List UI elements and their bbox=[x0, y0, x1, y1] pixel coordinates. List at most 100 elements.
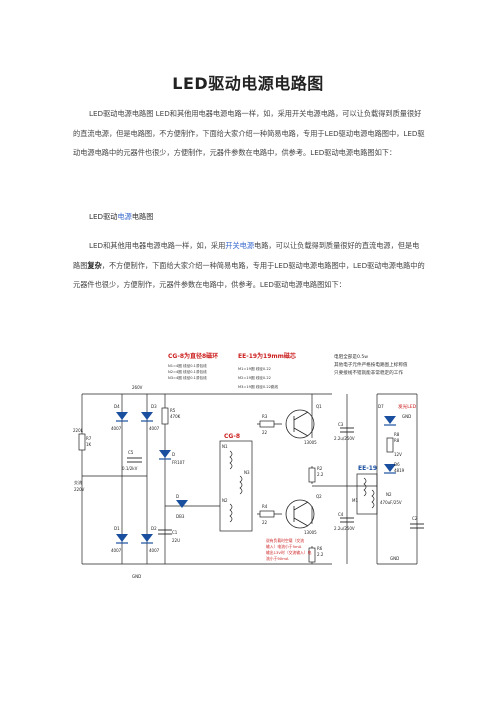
schematic-label: 发光LED bbox=[398, 403, 417, 410]
schematic-label: R2 bbox=[317, 466, 323, 471]
diode-d3-symbol bbox=[141, 412, 153, 420]
core-spec-1: M1=19圈 线径0.22 bbox=[238, 366, 271, 371]
schematic-label: R8 bbox=[394, 438, 400, 443]
section-subheading: LED驱动电源电路图 bbox=[73, 207, 425, 227]
schematic-label: D1 bbox=[114, 526, 120, 531]
schematic-label: 4007 bbox=[149, 548, 160, 553]
schematic-label: C2 bbox=[412, 516, 418, 521]
resistor-r5-symbol bbox=[161, 407, 169, 425]
diac-db3-symbol bbox=[176, 500, 188, 508]
schematic-label: GND bbox=[390, 556, 399, 561]
transistor-q2-symbol bbox=[285, 499, 315, 529]
diode-d1-symbol bbox=[116, 534, 128, 542]
core-spec-3: M3=19圈 线径0.22跳线 bbox=[238, 384, 278, 389]
resistor-r8-symbol bbox=[386, 437, 394, 453]
schematic-label: 13005 bbox=[304, 440, 317, 445]
schematic-label: FR107 bbox=[172, 460, 185, 465]
schematic-label: N2 bbox=[222, 498, 228, 503]
schematic-label: 4819 bbox=[394, 468, 405, 473]
schematic-label: GND bbox=[132, 574, 141, 579]
schematic-label: 2.2 bbox=[317, 552, 324, 557]
led-driver-schematic: CG-8为直径8磁环 EE-19为19mm磁芯 N1=4圈 线径0.1漆包线 N… bbox=[73, 352, 424, 579]
note-1: 电阻全部是0.5w bbox=[334, 353, 368, 360]
schematic-label: 4007 bbox=[111, 426, 122, 431]
body-bold: 复杂 bbox=[87, 260, 102, 270]
ring-spec-2: N2=4圈 线径0.1漆包线 bbox=[168, 369, 207, 374]
schematic-label: 220L bbox=[73, 428, 84, 433]
subheading-post: 电路图 bbox=[131, 212, 154, 221]
schematic-label: C3 bbox=[338, 422, 344, 427]
ring-spec-3: N3=4圈 线径0.1漆包线 bbox=[168, 375, 207, 380]
schematic-label: D3 bbox=[151, 404, 157, 409]
schematic-label: 输出13V时（交流输入）电 bbox=[266, 550, 312, 555]
schematic-label: C4 bbox=[338, 512, 344, 517]
schematic-label: R6 bbox=[317, 546, 323, 551]
schematic-label: 22 bbox=[262, 520, 268, 525]
schematic-label: D6 bbox=[394, 462, 400, 467]
schematic-label: R5 bbox=[170, 408, 176, 413]
schematic-label: 流小于90mA bbox=[266, 556, 289, 561]
schematic-label: C1 bbox=[172, 530, 178, 535]
schematic-label: R7 bbox=[86, 436, 92, 441]
resistor-r7-symbol bbox=[78, 433, 86, 451]
diode-d2-symbol bbox=[141, 534, 153, 542]
schematic-label: 22 bbox=[262, 430, 268, 435]
schematic-label: R8 bbox=[394, 432, 400, 437]
resistor-r4-symbol bbox=[259, 510, 275, 518]
schematic-label: 260V bbox=[132, 385, 143, 390]
schematic-title-core: EE-19为19mm磁芯 bbox=[238, 352, 296, 360]
schematic-label: 说有负载时空载（交流 bbox=[266, 538, 304, 543]
schematic-label: D4 bbox=[114, 404, 120, 409]
switching-power-link[interactable]: 开关电源 bbox=[225, 241, 255, 250]
schematic-label: R3 bbox=[262, 414, 268, 419]
core-spec-2: M2=19圈 线径0.22 bbox=[238, 375, 271, 380]
intro-paragraph: LED驱动电源电路图 LED和其他用电器电源电路一样，如，采用开关电源电路，可以… bbox=[73, 109, 425, 157]
schematic-label: Q2 bbox=[316, 494, 322, 499]
body-mid: 电路，可以让负载得到质量很好的直流电源，但是电路图 bbox=[73, 241, 420, 270]
note-3: 只要接线不错就能非常稳定的工作 bbox=[334, 369, 403, 376]
schematic-label: EE-19 bbox=[358, 465, 377, 472]
schematic-label: R4 bbox=[262, 504, 268, 509]
schematic-label: 输入）电流小于5mA bbox=[266, 544, 302, 549]
diode-fr107-symbol bbox=[159, 450, 171, 458]
schematic-label: 2.2u/250V bbox=[334, 436, 355, 441]
schematic-label: 220V bbox=[74, 487, 85, 492]
schematic-label: D7 bbox=[378, 404, 384, 409]
schematic-label: GND bbox=[402, 414, 411, 419]
resistor-r2-symbol bbox=[308, 467, 316, 483]
schematic-label: 470K bbox=[170, 414, 181, 419]
subheading-pre: LED驱动 bbox=[89, 212, 118, 221]
schematic-label: 4007 bbox=[149, 426, 160, 431]
led-d7-symbol bbox=[384, 416, 396, 424]
schematic-label: D bbox=[172, 452, 175, 457]
note-2: 其他电子元件严格按电路图上标称值 bbox=[334, 361, 408, 368]
schematic-label: 0.1/2kV bbox=[122, 466, 138, 471]
schematic-label: N1 bbox=[222, 444, 228, 449]
subheading-link[interactable]: 电源 bbox=[117, 212, 132, 221]
schematic-label: 交流 bbox=[74, 479, 82, 485]
transistor-q1-symbol bbox=[285, 409, 315, 439]
schematic-label: CG-8 bbox=[224, 433, 240, 440]
resistor-r6-symbol bbox=[308, 547, 316, 563]
schematic-label: 2.2 bbox=[317, 472, 324, 477]
ring-spec-1: N1=4圈 线径0.1漆包线 bbox=[168, 363, 207, 368]
diode-d4-symbol bbox=[116, 412, 128, 420]
schematic-label: DB3 bbox=[176, 514, 185, 519]
schematic-label: D bbox=[176, 494, 179, 499]
resistor-r3-symbol bbox=[259, 420, 275, 428]
schematic-label: N2 bbox=[386, 492, 392, 497]
schematic-label: C5 bbox=[128, 450, 134, 455]
body-paragraph: LED和其他用电器电源电路一样，如，采用开关电源电路，可以让负载得到质量很好的直… bbox=[73, 236, 425, 295]
schematic-label: 4007 bbox=[111, 548, 122, 553]
schematic-label: 1K bbox=[86, 442, 92, 447]
schematic-title-ring: CG-8为直径8磁环 bbox=[168, 352, 218, 360]
schematic-label: N3 bbox=[244, 470, 250, 475]
diode-d6-symbol bbox=[384, 464, 396, 472]
body-pre: LED和其他用电器电源电路一样，如，采用 bbox=[89, 241, 226, 250]
body-post: ，不方便制作，下面给大家介绍一种简易电路，专用于LED驱动电源电路图中，LED驱… bbox=[73, 260, 425, 290]
schematic-label: 2.2u/250V bbox=[334, 526, 355, 531]
schematic-label: Q1 bbox=[316, 404, 322, 409]
schematic-label: D2 bbox=[151, 526, 157, 531]
schematic-label: 13005 bbox=[304, 530, 317, 535]
schematic-label: 12V bbox=[394, 452, 402, 457]
